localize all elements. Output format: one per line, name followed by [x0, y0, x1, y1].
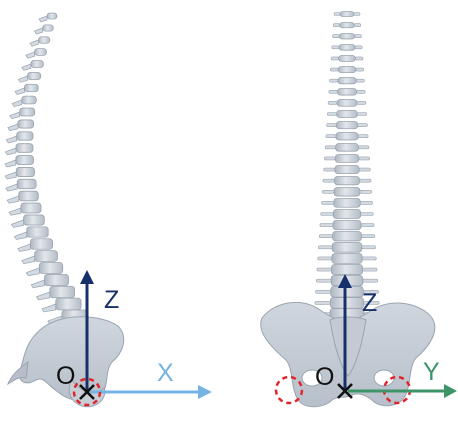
lateral-vertebra [30, 37, 50, 46]
frontal-vertebra [328, 100, 366, 107]
frontal-vertebra [330, 78, 365, 84]
frontal-vertebra [319, 232, 375, 241]
frontal-vertebra [317, 265, 377, 275]
frontal-vertebra [333, 34, 362, 39]
lateral-vertebra [26, 262, 62, 275]
frontal-vertebra [320, 221, 374, 230]
frontal-spine-view: Z Y O [261, 12, 457, 407]
frontal-vertebra [330, 67, 363, 73]
frontal-vertebra [318, 254, 377, 264]
lateral-vertebra [5, 167, 34, 179]
lateral-vertebra [22, 251, 58, 264]
frontal-vertebra [332, 45, 362, 51]
frontal-vertebra [322, 188, 372, 197]
frontal-vertebra [318, 243, 375, 253]
lateral-vertebra [14, 227, 48, 240]
lateral-vertebra [9, 203, 41, 215]
right-y-label: Y [423, 358, 440, 386]
left-z-label: Z [104, 286, 119, 314]
frontal-vertebra [321, 199, 372, 208]
frontal-vertebra [325, 144, 369, 152]
frontal-vertebrae [314, 12, 380, 320]
lateral-vertebra [7, 191, 38, 203]
frontal-vertebra [327, 111, 366, 118]
lateral-vertebra [10, 108, 35, 119]
frontal-vertebra [324, 166, 371, 174]
frontal-vertebra [331, 56, 363, 62]
lateral-vertebra [22, 61, 44, 71]
frontal-vertebra [327, 122, 368, 129]
right-y-arrowhead [444, 384, 457, 398]
frontal-vertebra [334, 12, 360, 17]
frontal-vertebra [324, 155, 369, 163]
lateral-vertebra [18, 72, 40, 82]
frontal-vertebra [321, 210, 374, 219]
frontal-vertebra [326, 133, 368, 140]
right-origin-label: O [315, 363, 334, 391]
lateral-vertebra [18, 239, 53, 252]
lateral-vertebra [6, 179, 36, 191]
lateral-vertebra [5, 144, 33, 155]
lateral-vertebra [6, 132, 33, 143]
left-x-arrowhead [198, 385, 212, 399]
left-z-arrowhead [80, 270, 94, 284]
lateral-vertebra [26, 49, 47, 59]
lateral-vertebra [15, 84, 38, 94]
lateral-vertebra [31, 274, 68, 287]
lateral-vertebrae [5, 13, 88, 324]
lateral-vertebra [34, 25, 53, 34]
frontal-vertebra [329, 89, 365, 96]
lateral-vertebra [5, 156, 34, 167]
frontal-vertebra [333, 23, 360, 28]
right-z-label: Z [362, 289, 377, 317]
lateral-vertebra [8, 120, 34, 131]
lateral-vertebra [39, 13, 57, 22]
frontal-vertebra [323, 177, 371, 185]
lateral-vertebra [11, 215, 44, 227]
lateral-spine-view: Z X O [5, 13, 212, 407]
left-x-label: X [157, 359, 174, 387]
left-origin-label: O [56, 362, 75, 390]
lateral-vertebra [12, 96, 36, 106]
